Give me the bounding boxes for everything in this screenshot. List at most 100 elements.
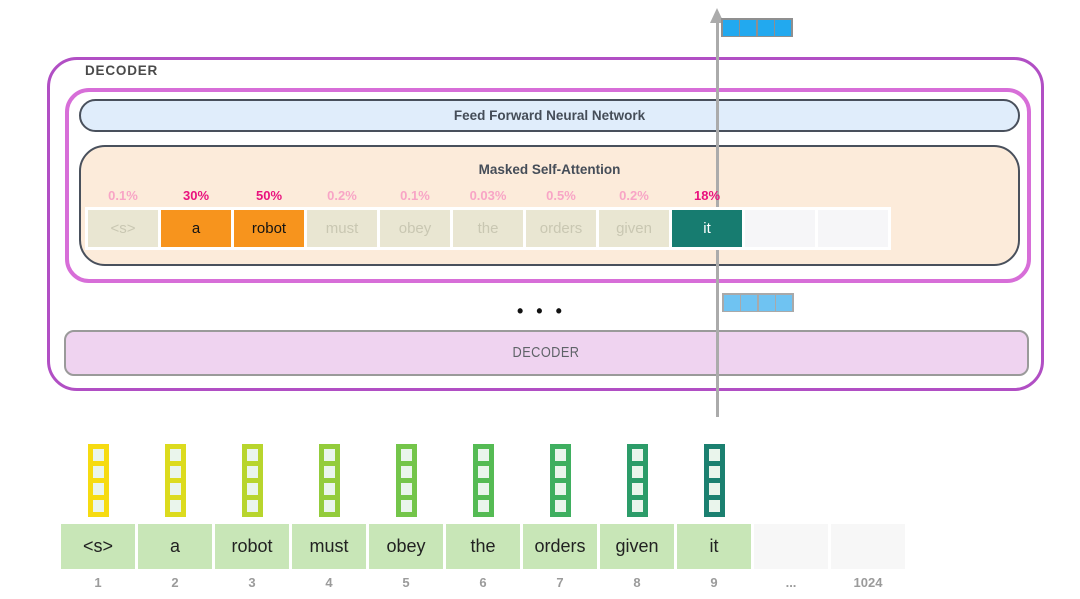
embedding-slot [138, 444, 212, 517]
input-token: a [138, 524, 212, 569]
attention-score [818, 188, 888, 203]
input-token: given [600, 524, 674, 569]
embedding-cell [246, 483, 258, 495]
vector-cell [741, 294, 757, 311]
embedding-cell [554, 483, 566, 495]
embedding-cell [400, 500, 412, 512]
attention-token: given [599, 210, 669, 247]
embedding-cell [169, 449, 181, 461]
attention-score: 50% [255, 188, 283, 203]
input-token: robot [215, 524, 289, 569]
attention-token: must [307, 210, 377, 247]
vector-cell [740, 19, 756, 36]
token-embedding-vector [549, 444, 571, 517]
embedding-slot [600, 444, 674, 517]
position-index: 2 [171, 575, 179, 590]
token-embedding-vector [703, 444, 725, 517]
embedding-cell [708, 449, 720, 461]
token-embedding-vector [241, 444, 263, 517]
attention-score [745, 188, 815, 203]
embedding-cell [169, 466, 181, 478]
embedding-cell [400, 483, 412, 495]
embedding-cell [92, 483, 104, 495]
feed-forward-layer: Feed Forward Neural Network [79, 99, 1020, 132]
position-index: 4 [325, 575, 333, 590]
embedding-slot [61, 444, 135, 517]
masked-self-attention-label: Masked Self-Attention [478, 162, 621, 177]
input-token: it [677, 524, 751, 569]
embedding-cell [477, 483, 489, 495]
position-index: 8 [633, 575, 641, 590]
embedding-cell [246, 449, 258, 461]
vector-cell [758, 294, 775, 311]
hidden-state-vector [722, 293, 794, 312]
embedding-cell [708, 500, 720, 512]
vector-cell [722, 19, 739, 36]
attention-score: 0.5% [546, 188, 576, 203]
embedding-cell [631, 449, 643, 461]
embedding-cell [708, 483, 720, 495]
token-embedding-vector [318, 444, 340, 517]
attention-score: 0.2% [619, 188, 649, 203]
input-token: the [446, 524, 520, 569]
embedding-cell [246, 500, 258, 512]
embedding-cell [323, 483, 335, 495]
position-index: 7 [556, 575, 564, 590]
position-index: ... [785, 575, 797, 590]
embedding-cell [631, 500, 643, 512]
attention-score: 30% [182, 188, 210, 203]
decoder-block-label: DECODER [85, 63, 159, 78]
attention-token: a [161, 210, 231, 247]
embedding-cell [169, 483, 181, 495]
attention-token [818, 210, 888, 247]
attention-token: orders [526, 210, 596, 247]
output-arrow-head-icon [709, 8, 724, 23]
embedding-cell [400, 466, 412, 478]
embedding-cell [92, 449, 104, 461]
embedding-cell [323, 466, 335, 478]
lower-decoder-bar: DECODER [64, 330, 1029, 376]
stacked-layers-ellipsis: • • • [517, 301, 566, 321]
token-embedding-vector [164, 444, 186, 517]
token-embedding-vector [472, 444, 494, 517]
embedding-slot [677, 444, 751, 517]
position-index: 5 [402, 575, 410, 590]
embedding-cell [477, 466, 489, 478]
embedding-slot [369, 444, 443, 517]
embedding-slot [215, 444, 289, 517]
position-index: 9 [710, 575, 718, 590]
token-embedding-vector [626, 444, 648, 517]
embedding-slot [446, 444, 520, 517]
embedding-cell [169, 500, 181, 512]
vector-cell [757, 19, 774, 36]
input-token [831, 524, 905, 569]
lower-decoder-label: DECODER [513, 345, 580, 361]
attention-score: 0.2% [327, 188, 357, 203]
embedding-cell [477, 449, 489, 461]
input-token [754, 524, 828, 569]
input-token: must [292, 524, 366, 569]
attention-token: the [453, 210, 523, 247]
attention-score-row: 0.1%30%50%0.2%0.1%0.03%0.5%0.2%18% [85, 188, 891, 203]
input-token: <s> [61, 524, 135, 569]
embedding-slot [523, 444, 597, 517]
attention-token: robot [234, 210, 304, 247]
token-embedding-vector [395, 444, 417, 517]
feed-forward-label: Feed Forward Neural Network [453, 108, 646, 123]
embedding-cell [554, 500, 566, 512]
position-index: 1024 [853, 575, 883, 590]
token-embedding-vector [87, 444, 109, 517]
position-index: 6 [479, 575, 487, 590]
attention-token: <s> [88, 210, 158, 247]
attention-score: 0.1% [400, 188, 430, 203]
attention-token [745, 210, 815, 247]
embedding-cell [631, 483, 643, 495]
embedding-cell [631, 466, 643, 478]
embedding-cell [400, 449, 412, 461]
attention-score: 0.03% [469, 188, 507, 203]
vector-cell [723, 294, 740, 311]
embedding-cell [92, 466, 104, 478]
